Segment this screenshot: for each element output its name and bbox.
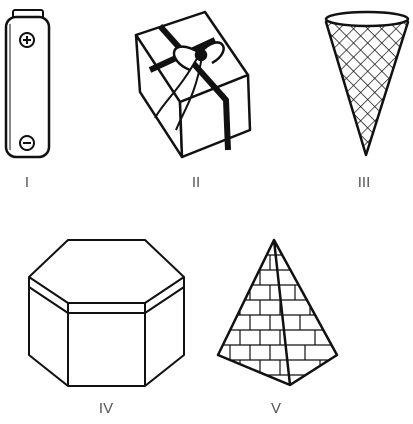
label-battery: I: [25, 174, 29, 191]
gift-box-shape: [134, 10, 252, 159]
label-gift: II: [192, 174, 200, 191]
brick-pyramid-shape: [216, 238, 339, 387]
label-pyramid: V: [271, 400, 281, 417]
label-hexagonal-box: IV: [99, 400, 113, 417]
label-cone: III: [358, 174, 371, 191]
hexagonal-box-shape: [28, 239, 185, 387]
battery-shape: [4, 9, 51, 159]
ice-cream-cone-shape: [324, 10, 410, 157]
